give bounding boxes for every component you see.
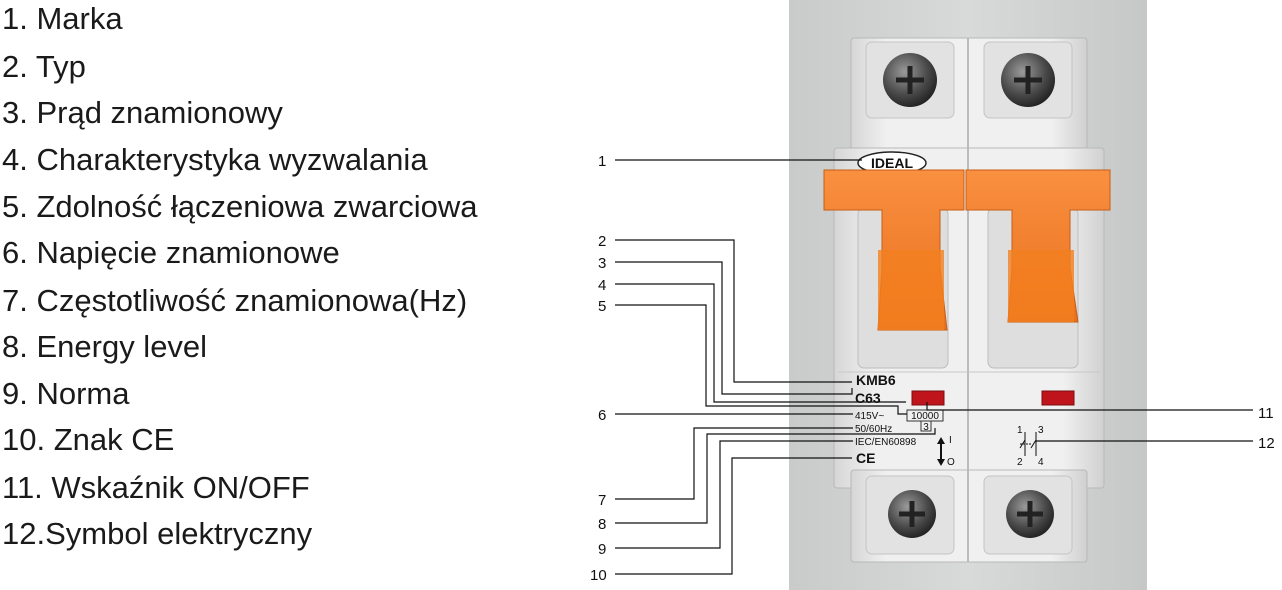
legend-item-5: 5. Zdolność łączeniowa zwarciowa xyxy=(2,189,478,224)
callout-3: 3 xyxy=(598,255,606,272)
bottom-screw-left-icon xyxy=(888,490,936,538)
callout-9: 9 xyxy=(598,541,606,558)
model-label: KMB6 xyxy=(856,372,896,388)
electrical-symbol-icon xyxy=(1019,432,1037,456)
callout-6: 6 xyxy=(598,407,606,424)
switch-off-label: O xyxy=(947,457,955,468)
callout-12: 12 xyxy=(1258,435,1275,452)
terminal-1-label: 1 xyxy=(1017,425,1023,436)
callout-5: 5 xyxy=(598,298,606,315)
leader-line-9 xyxy=(615,440,853,549)
bottom-screw-right-icon xyxy=(1006,490,1054,538)
terminal-2-label: 2 xyxy=(1017,457,1023,468)
leader-line-7 xyxy=(615,427,853,500)
leader-line-3 xyxy=(615,261,853,395)
legend-item-9: 9. Norma xyxy=(2,376,130,411)
legend: 1. Marka 2. Typ 3. Prąd znamionowy 4. Ch… xyxy=(0,0,590,590)
leader-line-4 xyxy=(615,283,906,403)
legend-item-8: 8. Energy level xyxy=(2,329,208,364)
top-screw-left-icon xyxy=(883,53,937,107)
legend-item-3: 3. Prąd znamionowy xyxy=(2,95,283,130)
frequency-label: 50/60Hz xyxy=(855,424,892,435)
terminal-3-label: 3 xyxy=(1038,425,1044,436)
callout-2: 2 xyxy=(598,233,606,250)
brand-logo: IDEAL xyxy=(857,151,927,175)
callout-8: 8 xyxy=(598,516,606,533)
legend-item-10: 10. Znak CE xyxy=(2,422,175,457)
brand-text: IDEAL xyxy=(871,155,913,171)
legend-item-11: 11. Wskaźnik ON/OFF xyxy=(2,470,310,505)
handle-left[interactable] xyxy=(823,169,965,331)
leader-line-10 xyxy=(615,457,852,575)
terminal-4-label: 4 xyxy=(1038,457,1044,468)
leader-line-5 xyxy=(615,304,907,415)
top-screw-right-icon xyxy=(1001,53,1055,107)
rating-label: C63 xyxy=(855,390,881,406)
legend-item-6: 6. Napięcie znamionowe xyxy=(2,235,340,270)
callout-10: 10 xyxy=(590,567,607,584)
energy-class-label: 3 xyxy=(923,422,929,433)
legend-item-1: 1. Marka xyxy=(2,1,123,36)
callout-7: 7 xyxy=(598,492,606,509)
indicator-left xyxy=(911,390,945,406)
leader-line-11 xyxy=(926,402,1253,411)
handle-right[interactable] xyxy=(965,169,1111,323)
legend-item-7: 7. Częstotliwość znamionowa(Hz) xyxy=(2,283,468,318)
switch-on-label: I xyxy=(949,435,952,446)
ce-mark: CE xyxy=(856,450,875,466)
voltage-label: 415V~ xyxy=(855,411,884,422)
leader-lines xyxy=(615,159,1253,575)
standard-label: IEC/EN60898 xyxy=(855,437,917,448)
legend-item-2: 2. Typ xyxy=(2,49,86,84)
legend-item-12: 12.Symbol elektryczny xyxy=(2,516,313,551)
indicator-right xyxy=(1041,390,1075,406)
legend-item-4: 4. Charakterystyka wyzwalania xyxy=(2,142,428,177)
callout-11: 11 xyxy=(1258,405,1274,422)
breaking-capacity-label: 10000 xyxy=(911,411,939,422)
leader-line-8 xyxy=(615,428,936,524)
switch-position-arrow-icon xyxy=(937,437,945,466)
leader-line-2 xyxy=(615,239,852,383)
callout-1: 1 xyxy=(598,153,606,170)
callout-4: 4 xyxy=(598,277,606,294)
